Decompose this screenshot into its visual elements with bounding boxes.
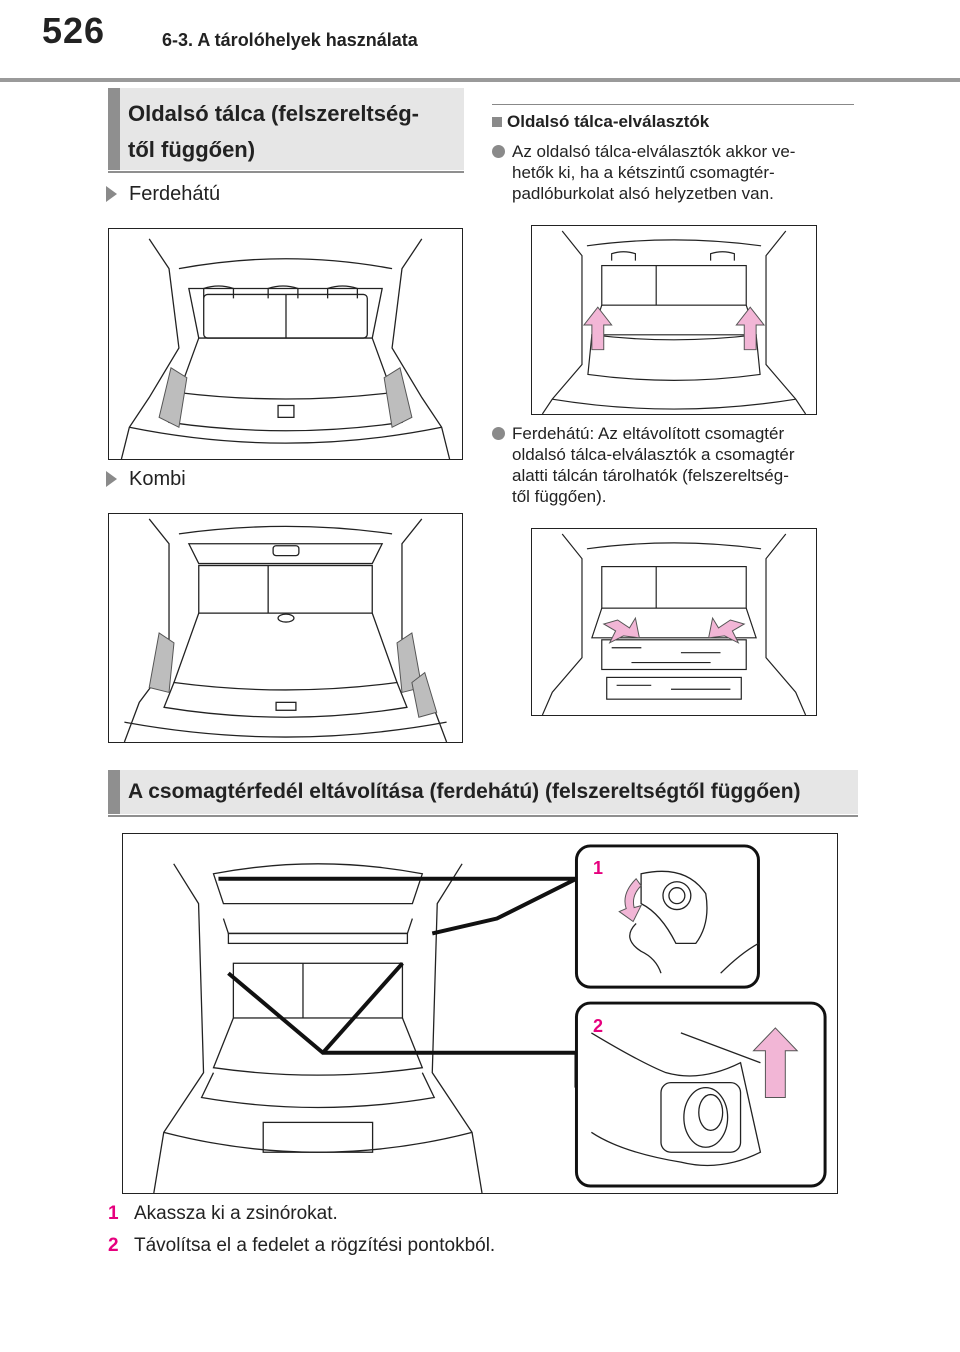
para2-line4: től függően). xyxy=(512,487,607,506)
header-rule xyxy=(0,78,960,82)
variant-wagon-label: Kombi xyxy=(106,468,186,491)
figure-cover-removal: 1 2 xyxy=(122,833,838,1194)
step-2-text: Távolítsa el a fedelet a rögzítési ponto… xyxy=(134,1235,496,1256)
paragraph-dividers-storage: Ferdehátú: Az eltávolított csomagtér old… xyxy=(512,423,857,507)
section-underline xyxy=(108,171,464,173)
section-underline xyxy=(108,815,858,817)
page-number: 526 xyxy=(42,10,106,51)
circle-bullet-icon xyxy=(492,427,505,440)
para1-line1: Az oldalsó tálca-elválasztók akkor ve- xyxy=(512,142,796,161)
variant-wagon-text: Kombi xyxy=(129,468,186,490)
callout-number-1: 1 xyxy=(593,858,604,878)
figure-wagon-trunk xyxy=(108,513,463,743)
para1-line3: padlóburkolat alsó helyzetben van. xyxy=(512,184,774,203)
figure-divider-storage xyxy=(531,528,817,716)
subheading-text: Oldalsó tálca-elválasztók xyxy=(507,112,710,131)
right-column-rule xyxy=(492,104,854,105)
cover-removal-illustration xyxy=(153,844,827,1193)
step-1: 1 Akassza ki a zsinórokat. xyxy=(108,1203,338,1225)
triangle-bullet-icon xyxy=(106,186,117,202)
figure-hatchback-trunk xyxy=(108,228,463,460)
triangle-bullet-icon xyxy=(106,471,117,487)
step-1-number: 1 xyxy=(108,1203,119,1224)
section-title-line2: től függően) xyxy=(128,137,256,162)
square-bullet-icon xyxy=(492,117,502,127)
section-title-line1: Oldalsó tálca (felszereltség- xyxy=(128,101,419,126)
step-1-text: Akassza ki a zsinórokat. xyxy=(134,1203,338,1224)
para2-line3: alatti tálcán tárolhatók (felszereltség- xyxy=(512,466,789,485)
paragraph-dividers-removable: Az oldalsó tálca-elválasztók akkor ve- h… xyxy=(512,141,857,204)
section-title-cover-removal: A csomagtérfedél eltávolítása (ferdehátú… xyxy=(108,770,858,817)
variant-hatchback-text: Ferdehátú xyxy=(129,183,221,205)
circle-bullet-icon xyxy=(492,145,505,158)
step-2-number: 2 xyxy=(108,1235,119,1256)
figure-divider-removal xyxy=(531,225,817,415)
variant-hatchback-label: Ferdehátú xyxy=(106,183,220,206)
step-2: 2 Távolítsa el a fedelet a rögzítési pont… xyxy=(108,1235,495,1257)
section-title-side-tray: Oldalsó tálca (felszereltség- től függőe… xyxy=(108,88,464,173)
wagon-trunk-illustration xyxy=(123,518,448,742)
para1-line2: hetők ki, ha a kétszintű csomagtér- xyxy=(512,163,775,182)
divider-removal-illustration xyxy=(541,230,807,414)
hatchback-trunk-illustration xyxy=(120,238,451,459)
cover-section-title-text: A csomagtérfedél eltávolítása (ferdehátú… xyxy=(128,780,801,803)
subheading-dividers: Oldalsó tálca-elválasztók xyxy=(492,112,709,132)
callout-number-2: 2 xyxy=(593,1016,604,1036)
chapter-title: 6-3. A tárolóhelyek használata xyxy=(162,30,418,50)
para2-line2: oldalsó tálca-elválasztók a csomagtér xyxy=(512,445,795,464)
para2-line1: Ferdehátú: Az eltávolított csomagtér xyxy=(512,424,785,443)
divider-storage-illustration xyxy=(541,533,807,715)
